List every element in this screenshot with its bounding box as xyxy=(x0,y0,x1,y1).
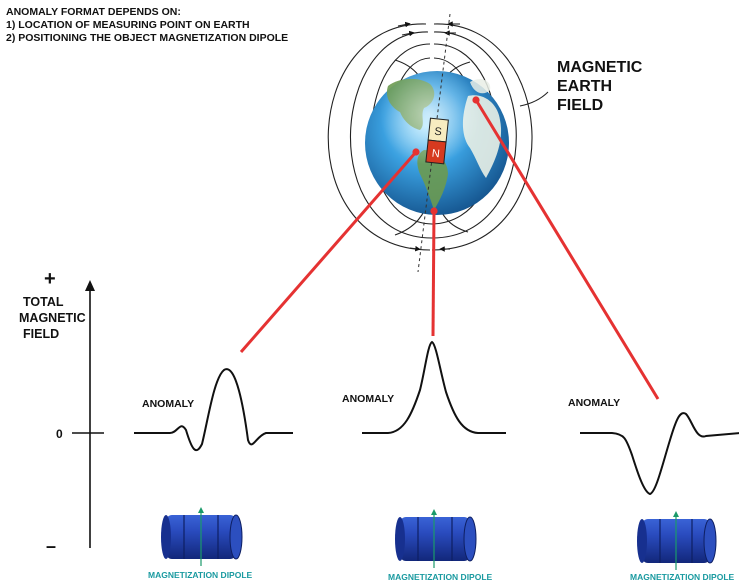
pointers xyxy=(239,96,660,400)
header-item-1: 1) LOCATION OF MEASURING POINT ON EARTH xyxy=(6,19,250,31)
earth-label-line-2: EARTH xyxy=(557,78,613,95)
anomaly-label-3: ANOMALY xyxy=(568,397,621,409)
pointer-line-1 xyxy=(239,151,418,353)
anomaly-label-2: ANOMALY xyxy=(342,393,395,405)
dipole-label-2: MAGNETIZATION DIPOLE xyxy=(388,572,493,582)
anomaly-curve-2 xyxy=(362,340,506,434)
bar-magnet: S N xyxy=(425,117,449,165)
dipole-label-3: MAGNETIZATION DIPOLE xyxy=(630,572,735,582)
header-text: ANOMALY FORMAT DEPENDS ON: 1) LOCATION O… xyxy=(6,6,288,45)
measuring-point-1 xyxy=(412,148,420,156)
field-lines xyxy=(327,21,533,252)
dipole-axis xyxy=(417,13,451,273)
barrel-3 xyxy=(637,511,717,570)
dipole-label-1: MAGNETIZATION DIPOLE xyxy=(148,570,253,580)
measuring-point-2 xyxy=(430,207,438,215)
anomaly-curves xyxy=(134,340,739,496)
earth-label-line-3: FIELD xyxy=(557,97,604,114)
magnet-north-pole xyxy=(425,139,447,165)
axis-minus-label: – xyxy=(46,536,56,556)
measuring-point-3 xyxy=(472,96,480,104)
axis-plus-label: + xyxy=(44,268,56,290)
earth-label-line-1: MAGNETIC xyxy=(557,59,643,76)
axis-title: TOTAL MAGNETIC FIELD xyxy=(19,294,86,342)
anomaly-curve-1 xyxy=(134,368,293,452)
axis-title-line-1: TOTAL xyxy=(23,295,64,309)
barrel-1 xyxy=(161,507,243,566)
anomaly-curve-3 xyxy=(580,412,739,496)
barrel-2 xyxy=(395,509,477,568)
axis-zero-label: 0 xyxy=(56,427,63,441)
header-title: ANOMALY FORMAT DEPENDS ON: xyxy=(6,6,181,18)
magnet-north-label: N xyxy=(431,148,440,161)
total-field-axis: + 0 – xyxy=(44,268,104,556)
axis-title-line-3: FIELD xyxy=(23,327,60,341)
pointer-line-3 xyxy=(474,99,660,400)
magnet-south-label: S xyxy=(434,126,443,139)
magnetic-earth-field-label: MAGNETIC EARTH FIELD xyxy=(557,58,642,115)
anomaly-label-1: ANOMALY xyxy=(142,398,195,410)
header-item-2: 2) POSITIONING THE OBJECT MAGNETIZATION … xyxy=(6,32,289,44)
axis-title-line-2: MAGNETIC xyxy=(19,311,86,325)
pointer-line-2 xyxy=(431,210,436,337)
field-label-leader xyxy=(519,91,549,107)
